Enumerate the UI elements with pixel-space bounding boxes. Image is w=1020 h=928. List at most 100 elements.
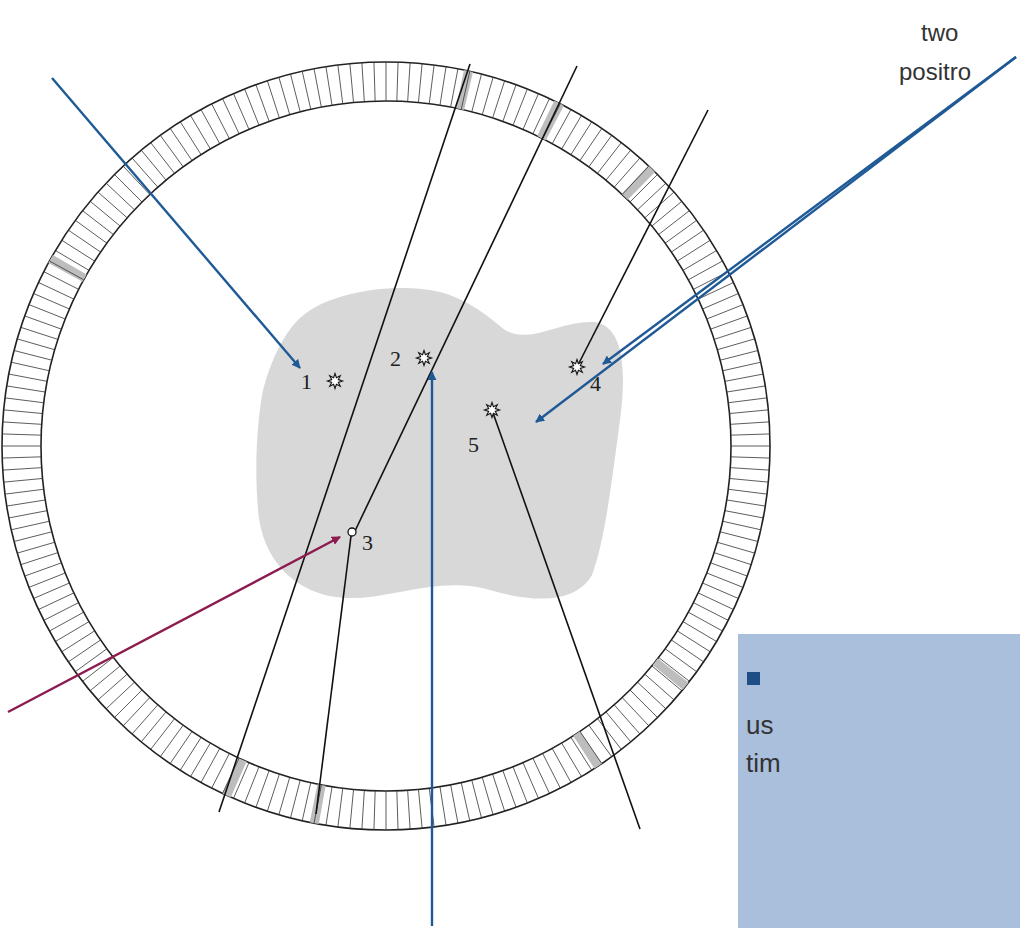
detector-element bbox=[731, 434, 770, 435]
hit-detector bbox=[653, 658, 689, 689]
detector-element bbox=[106, 682, 134, 709]
detector-element bbox=[711, 316, 748, 329]
detector-element bbox=[55, 251, 89, 271]
detector-element bbox=[83, 211, 114, 235]
detector-element bbox=[730, 422, 769, 424]
detector-element bbox=[17, 339, 54, 350]
detector-element bbox=[90, 666, 120, 691]
leader-arrow bbox=[8, 537, 340, 712]
detector-element bbox=[725, 374, 763, 381]
detector-element bbox=[472, 74, 482, 112]
detector-element bbox=[614, 158, 640, 187]
callout-number: 2 bbox=[390, 348, 401, 370]
detector-element bbox=[7, 386, 46, 392]
detector-element bbox=[683, 622, 717, 642]
detector-element bbox=[34, 293, 70, 308]
detector-element bbox=[482, 77, 493, 114]
annihilation-star bbox=[417, 351, 432, 366]
detector-element bbox=[711, 563, 748, 576]
detector-element bbox=[123, 166, 150, 194]
detector-element bbox=[245, 767, 259, 803]
detector-element bbox=[589, 135, 612, 167]
detector-element bbox=[533, 758, 550, 793]
detector-element bbox=[606, 712, 631, 742]
detector-ring bbox=[2, 62, 770, 830]
detector-element bbox=[725, 511, 763, 518]
detector-element bbox=[652, 666, 682, 691]
detector-element bbox=[267, 774, 279, 811]
detector-element bbox=[597, 143, 621, 174]
detector-element bbox=[34, 583, 70, 598]
detector-element bbox=[25, 316, 62, 329]
detector-element bbox=[451, 785, 458, 823]
detector-element bbox=[160, 135, 183, 167]
detector-element bbox=[622, 166, 649, 194]
detector-element bbox=[637, 183, 665, 210]
detector-element bbox=[39, 283, 74, 300]
detector-element bbox=[677, 240, 710, 261]
detector-element bbox=[123, 697, 150, 725]
detector-element bbox=[114, 690, 142, 718]
detector-element bbox=[659, 657, 690, 681]
detector-element bbox=[714, 553, 751, 565]
detector-element bbox=[440, 787, 446, 826]
detector-element bbox=[170, 731, 192, 763]
detector-element bbox=[729, 478, 768, 482]
detector-element bbox=[482, 777, 493, 814]
detector-element bbox=[671, 640, 703, 662]
detector-element bbox=[580, 128, 602, 160]
detector-element bbox=[326, 67, 332, 106]
detector-element bbox=[513, 767, 527, 803]
detector-element bbox=[350, 789, 354, 828]
callout-number: 1 bbox=[301, 371, 312, 393]
ring-outer bbox=[2, 62, 770, 830]
detector-element bbox=[418, 789, 422, 828]
detector-element bbox=[571, 122, 592, 155]
detector-element bbox=[728, 489, 767, 494]
detector-element bbox=[132, 158, 158, 187]
detector-element bbox=[21, 553, 58, 565]
note-text: two bbox=[921, 21, 958, 45]
detector-element bbox=[3, 422, 42, 424]
detector-element bbox=[106, 183, 134, 210]
detector-element bbox=[418, 64, 422, 103]
detector-element bbox=[503, 85, 516, 122]
note-text: us tim bbox=[746, 634, 796, 782]
callout-number: 3 bbox=[362, 532, 373, 554]
detector-element bbox=[472, 780, 482, 818]
detector-element bbox=[90, 201, 120, 226]
detector-element bbox=[386, 791, 387, 830]
hit-detector bbox=[48, 255, 86, 282]
detector-element bbox=[267, 81, 279, 118]
detector-element bbox=[170, 128, 192, 160]
detector-element bbox=[14, 532, 52, 542]
detector-element bbox=[720, 532, 758, 542]
detector-element bbox=[707, 573, 743, 587]
detector-element bbox=[29, 305, 65, 319]
detector-element bbox=[727, 386, 766, 392]
detector-element bbox=[493, 774, 505, 811]
detector-element bbox=[302, 71, 311, 109]
detector-element bbox=[44, 603, 79, 621]
detector-element bbox=[62, 240, 95, 261]
detector-element bbox=[637, 682, 665, 709]
detector-element bbox=[698, 593, 733, 610]
detector-element bbox=[245, 89, 259, 125]
callout-number: 4 bbox=[590, 373, 601, 395]
detector-element bbox=[4, 478, 43, 482]
detector-element bbox=[362, 63, 364, 102]
note-text: positro bbox=[899, 60, 971, 84]
detector-element bbox=[374, 62, 375, 101]
detector-element bbox=[703, 293, 739, 308]
detector-element bbox=[645, 674, 674, 700]
detector-element bbox=[180, 122, 201, 155]
annihilation-event bbox=[328, 351, 585, 418]
detector-element bbox=[707, 305, 743, 319]
detector-element bbox=[98, 192, 127, 218]
detector-element bbox=[630, 174, 658, 202]
detector-element bbox=[397, 62, 398, 101]
detector-element bbox=[571, 737, 592, 770]
detector-element bbox=[338, 788, 343, 827]
detector-element bbox=[386, 62, 387, 101]
detector-element bbox=[160, 725, 183, 757]
